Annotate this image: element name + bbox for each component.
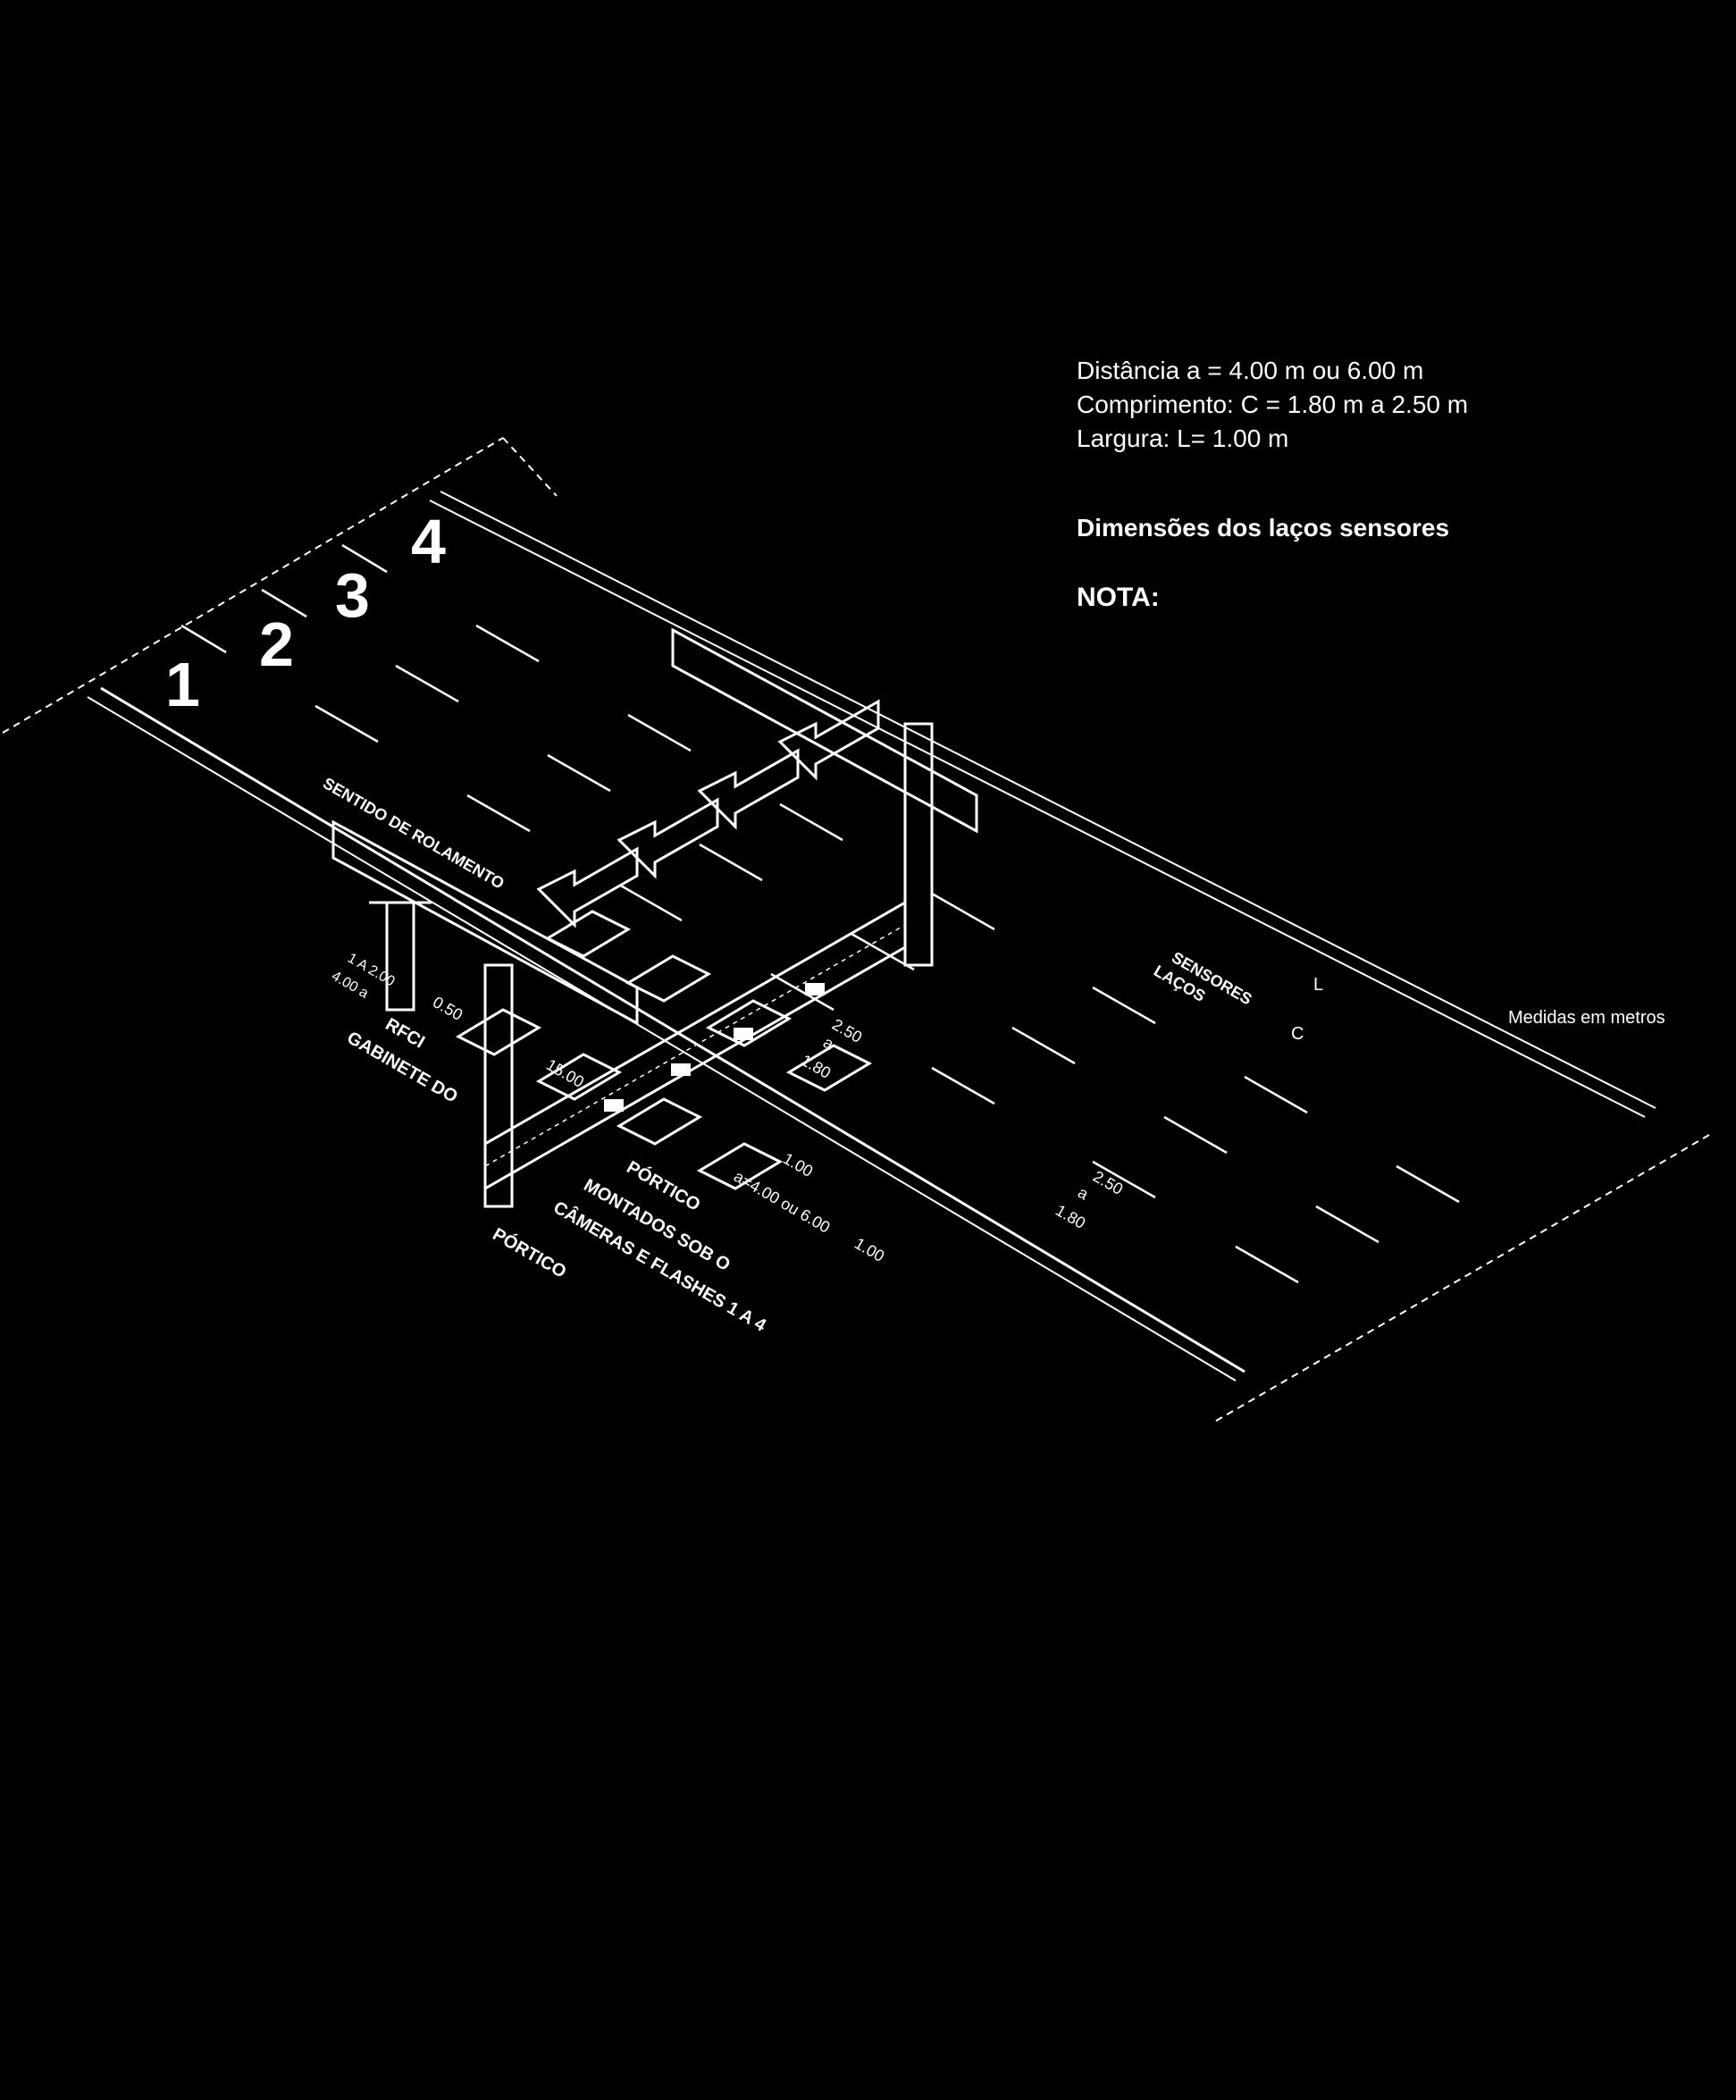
cabinet-icon (369, 901, 432, 1012)
note-distance: Distância a = 4.00 m ou 6.00 m (1077, 357, 1423, 384)
lane-numbers: 1 2 3 4 (165, 507, 446, 719)
road-start-edge (502, 437, 558, 497)
note-title: NOTA: (1077, 583, 1160, 612)
sensor-loops (455, 910, 873, 1190)
note-length: Comprimento: C = 1.80 m a 2.50 m (1077, 391, 1468, 418)
note-width: Largura: L= 1.00 m (1077, 424, 1288, 452)
gantry (483, 722, 934, 1208)
lane-number-1: 1 (165, 650, 200, 719)
road-right-border (440, 491, 1656, 1109)
road-left-border (100, 686, 1245, 1373)
direction-arrows (536, 699, 880, 928)
lane-number-2: 2 (259, 609, 294, 679)
loop-length-label: C (1291, 1024, 1304, 1044)
road-far-edge (2, 437, 504, 734)
camera-icon (604, 983, 825, 1112)
lane-dividers (180, 543, 1460, 1284)
overhead-signs (331, 627, 978, 1026)
note-heading: Dimensões dos laços sensores (1077, 514, 1449, 542)
road-left-border-2 (87, 696, 1237, 1382)
note-block: NOTA: Dimensões dos laços sensores Largu… (1077, 357, 1468, 612)
units-label: Medidas em metros (1508, 1008, 1665, 1028)
lane-number-4: 4 (411, 507, 446, 576)
lane-number-3: 3 (335, 560, 370, 630)
loop-width-label: L (1313, 975, 1323, 995)
road-right-border-2 (429, 500, 1646, 1118)
